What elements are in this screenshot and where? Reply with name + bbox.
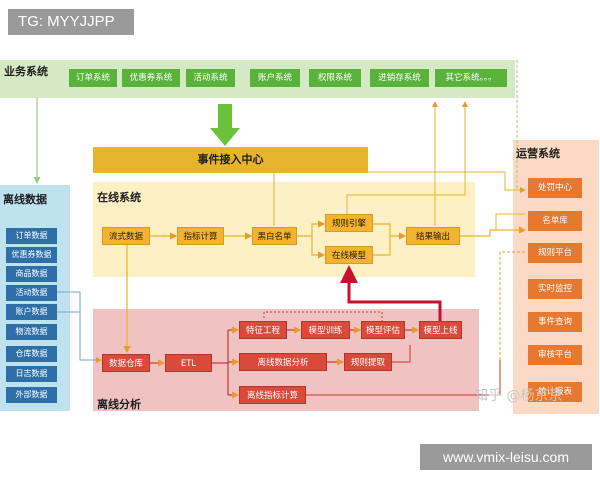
- zhihu-watermark: 知乎 @杨京京: [474, 388, 563, 404]
- ops-name-list: 名单库: [528, 211, 582, 231]
- online-indicator-calc: 指标计算: [177, 227, 224, 245]
- ops-penalty-center: 处罚中心: [528, 178, 582, 198]
- offline-feature-engineering: 特征工程: [239, 321, 287, 339]
- data-item-logistics: 物流数据: [6, 324, 57, 340]
- offline-indicator-calc: 离线指标计算: [239, 386, 306, 404]
- ops-event-query: 事件查询: [528, 312, 582, 332]
- offline-rule-extraction: 规则提取: [344, 353, 392, 371]
- offline-model-training: 模型训练: [301, 321, 350, 339]
- ops-realtime-monitor: 实时监控: [528, 279, 582, 299]
- offline-data-analysis: 离线数据分析: [239, 353, 327, 371]
- online-blackwhite-list: 黑白名单: [252, 227, 297, 245]
- business-item-inventory: 进销存系统: [370, 69, 429, 87]
- business-item-account: 账户系统: [250, 69, 300, 87]
- ops-rule-platform: 规则平台: [528, 243, 582, 263]
- data-item-log: 日志数据: [6, 366, 57, 382]
- data-item-activity: 活动数据: [6, 285, 57, 301]
- offline-model-evaluation: 模型评估: [361, 321, 405, 339]
- offline-data-title: 离线数据: [3, 193, 47, 206]
- event-center-bar: 事件接入中心: [93, 147, 368, 173]
- online-model: 在线模型: [325, 246, 373, 264]
- business-item-other: 其它系统。。。: [435, 69, 507, 87]
- tg-watermark: TG: MYYJJPP: [8, 9, 134, 35]
- ops-review-platform: 审核平台: [528, 345, 582, 365]
- offline-etl: ETL: [165, 354, 212, 372]
- data-item-account: 账户数据: [6, 304, 57, 320]
- offline-analysis-title: 离线分析: [97, 398, 141, 411]
- url-watermark: www.vmix-leisu.com: [420, 444, 592, 470]
- offline-model-deploy: 模型上线: [419, 321, 462, 339]
- business-title: 业务系统: [4, 65, 48, 78]
- online-rule-engine: 规则引擎: [325, 214, 373, 232]
- data-item-warehouse: 仓库数据: [6, 346, 57, 362]
- offline-data-warehouse: 数据仓库: [102, 354, 150, 372]
- online-title: 在线系统: [97, 191, 141, 204]
- online-flow-data: 流式数据: [102, 227, 150, 245]
- data-item-order: 订单数据: [6, 228, 57, 244]
- ops-stat-report: 统计报表: [528, 382, 582, 402]
- business-item-activity: 活动系统: [186, 69, 235, 87]
- business-item-permission: 权限系统: [309, 69, 361, 87]
- data-item-coupon: 优惠券数据: [6, 247, 57, 263]
- business-item-order: 订单系统: [69, 69, 117, 87]
- data-item-external: 外部数据: [6, 387, 57, 403]
- data-item-product: 商品数据: [6, 266, 57, 282]
- business-item-coupon: 优惠券系统: [122, 69, 180, 87]
- online-result-output: 结果输出: [406, 227, 460, 245]
- ops-title: 运营系统: [516, 147, 560, 160]
